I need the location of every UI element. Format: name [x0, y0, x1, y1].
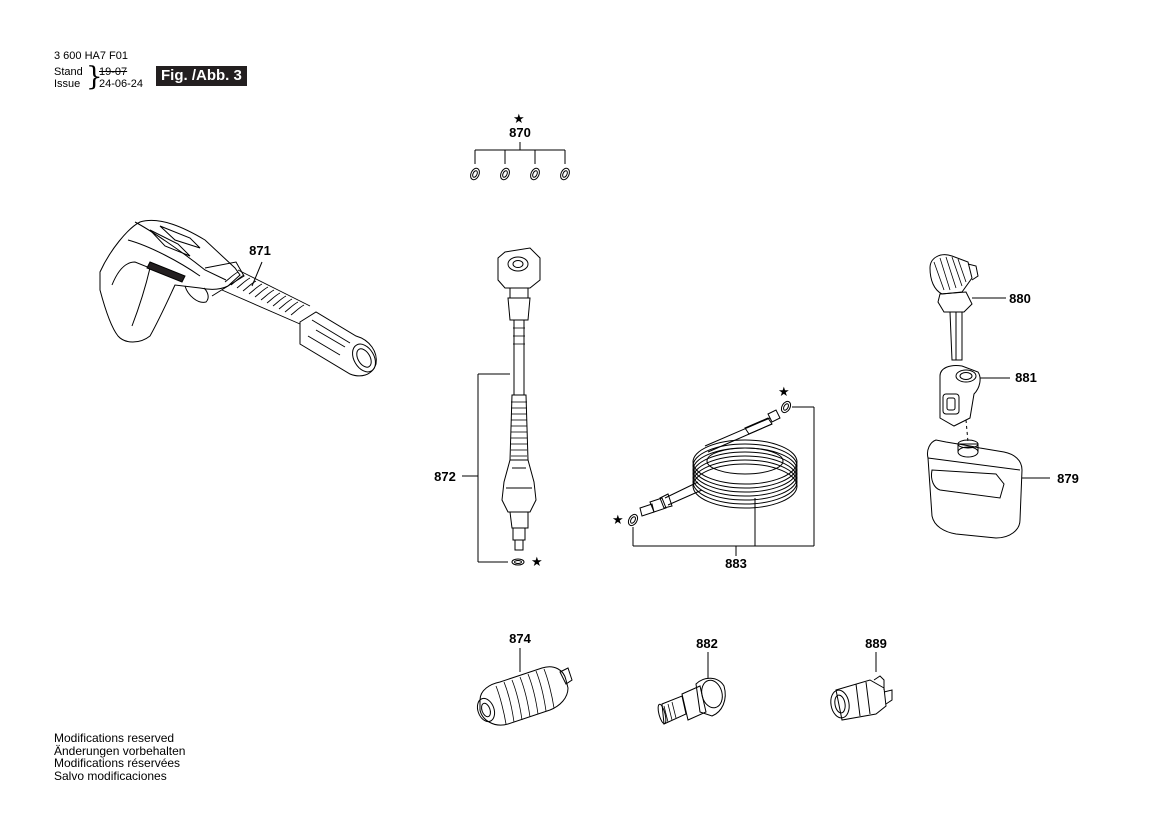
issue-label: Issue	[54, 78, 81, 90]
star-marker-883-top: ★	[778, 384, 790, 399]
label-881: 881	[1015, 370, 1037, 385]
label-880: 880	[1009, 291, 1031, 306]
label-874: 874	[509, 631, 531, 646]
label-882: 882	[696, 636, 718, 651]
part-870-o-rings	[470, 142, 570, 181]
star-marker-883-bottom: ★	[612, 512, 624, 527]
part-883-high-pressure-hose	[627, 400, 815, 556]
label-872: 872	[434, 469, 456, 484]
label-883: 883	[725, 556, 747, 571]
star-marker-872: ★	[531, 554, 543, 569]
star-markers: ★ ★ ★ ★	[513, 111, 790, 569]
figure-title: Fig. /Abb. 3	[156, 66, 247, 86]
star-marker-870: ★	[513, 111, 525, 126]
part-880-detergent-nozzle	[929, 254, 1006, 361]
part-879-detergent-bottle	[927, 439, 1050, 539]
stand-date: 19-07	[99, 66, 128, 78]
label-870: 870	[509, 125, 531, 140]
modifications-notice: Modifications reserved Änderungen vorbeh…	[54, 732, 185, 782]
notice-line-de: Änderungen vorbehalten	[54, 743, 186, 758]
part-labels: 870 871 872 880 881 879 883 874 882 889	[249, 125, 1079, 651]
part-882-adapter	[657, 652, 726, 725]
part-889-connector	[830, 652, 893, 721]
notice-line-en: Modifications reserved	[54, 731, 175, 745]
part-872-spray-lance	[462, 247, 541, 566]
notice-line-fr: Modifications réservées	[54, 756, 181, 770]
issue-date: 24-06-24	[99, 78, 144, 90]
document-number: 3 600 HA7 F01	[54, 50, 128, 62]
brace-symbol: }	[86, 62, 103, 92]
stand-label: Stand	[54, 66, 83, 78]
notice-line-es: Salvo modificaciones	[54, 768, 167, 783]
label-889: 889	[865, 636, 887, 651]
label-879: 879	[1057, 471, 1079, 486]
part-881-bottle-adapter	[939, 365, 1010, 443]
part-871-spray-gun	[99, 219, 377, 377]
label-871: 871	[249, 243, 271, 258]
part-874-turbo-nozzle	[476, 648, 573, 726]
